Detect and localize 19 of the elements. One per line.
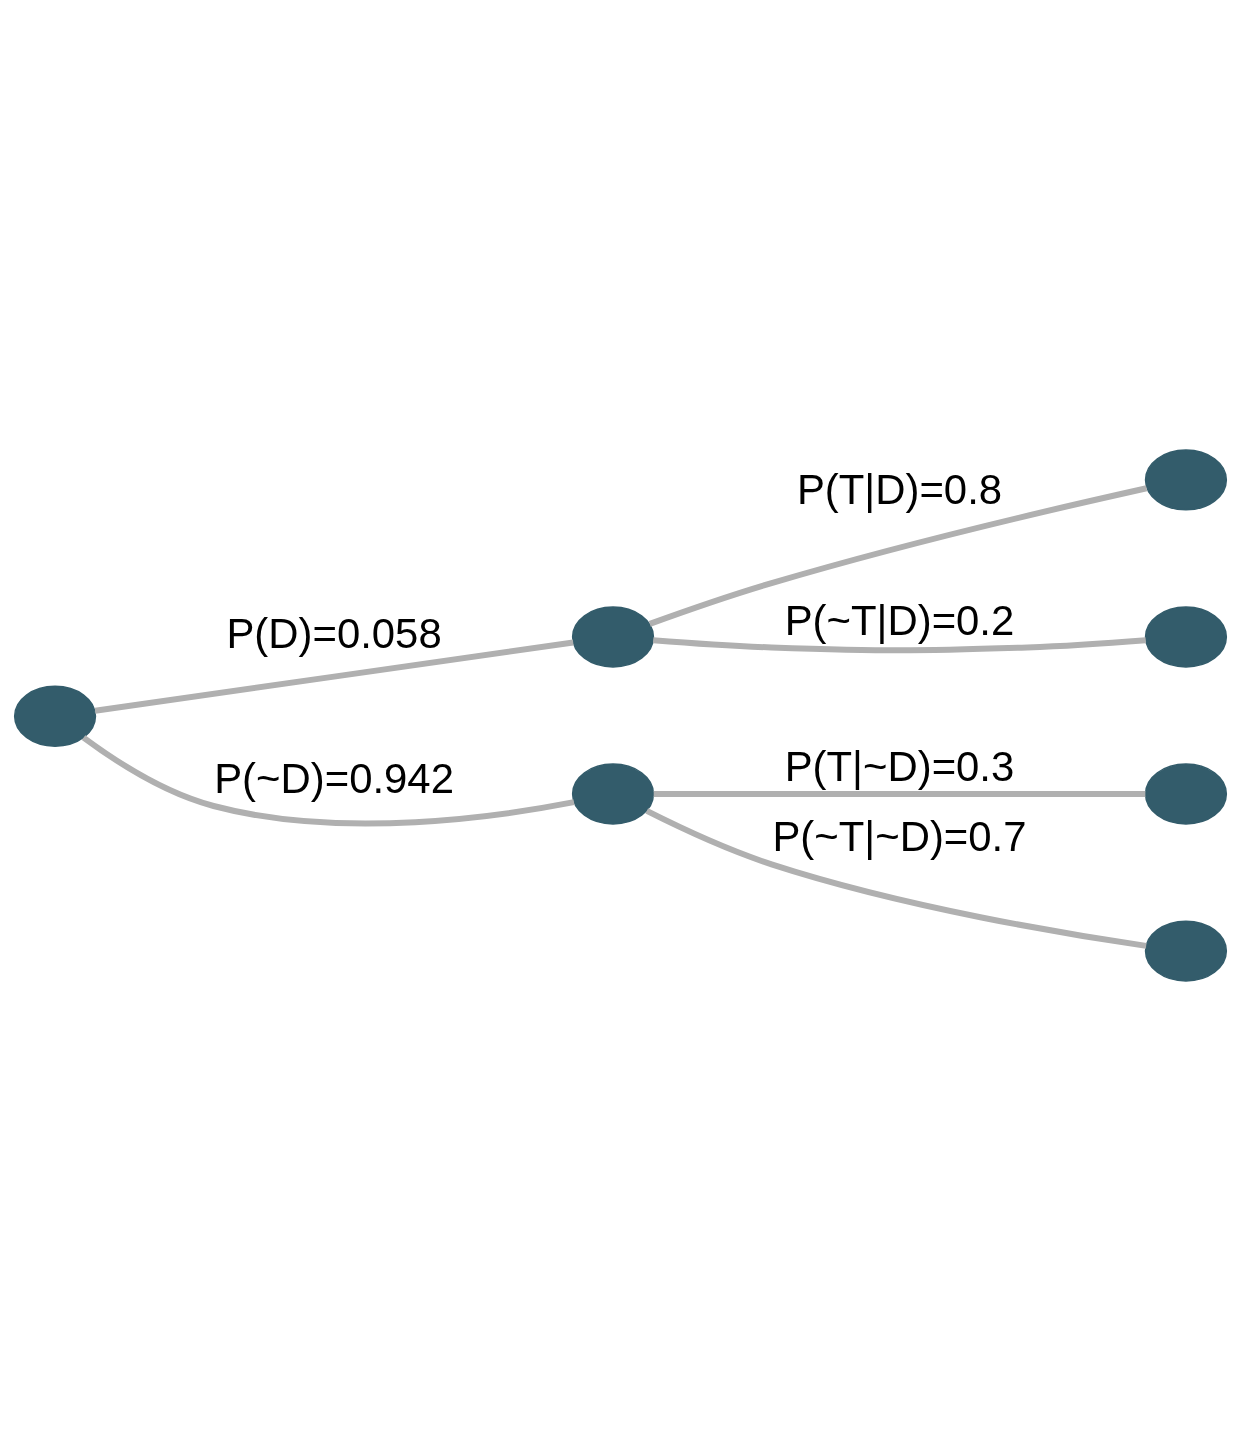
node-circle xyxy=(1144,449,1228,511)
connector xyxy=(94,639,574,714)
node-circle xyxy=(1144,606,1228,668)
connector xyxy=(653,791,1146,797)
edge-label: P(~T|D)=0.2 xyxy=(784,596,1015,644)
connector xyxy=(652,637,1146,654)
node-circle xyxy=(571,763,655,825)
edge-label: P(D)=0.058 xyxy=(226,610,442,658)
edge-label: P(~D)=0.942 xyxy=(214,755,454,803)
edge-label: P(~T|~D)=0.7 xyxy=(772,813,1027,861)
edge-label: P(T|~D)=0.3 xyxy=(784,743,1015,791)
node-circle xyxy=(13,685,97,747)
connector xyxy=(645,808,1147,949)
node-circle xyxy=(1144,763,1228,825)
node-circle xyxy=(571,606,655,668)
connector xyxy=(81,735,575,827)
edge-label: P(T|D)=0.8 xyxy=(796,466,1003,514)
node-circle xyxy=(1144,920,1228,982)
connector xyxy=(648,485,1148,627)
